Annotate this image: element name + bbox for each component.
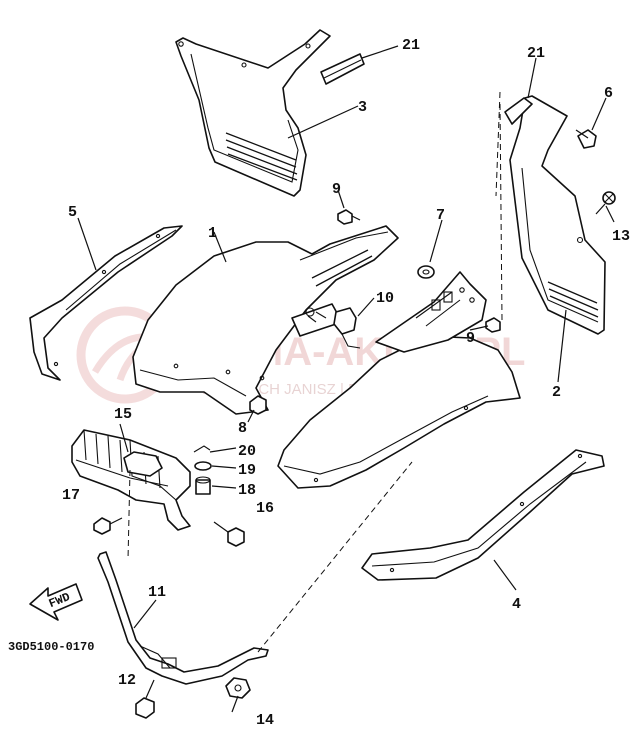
callout-7: 7 [436,207,445,224]
part-rear-fender [277,271,521,489]
callout-19: 19 [238,462,256,479]
part-17-bolt [93,517,123,535]
leader-lines [77,45,615,713]
part-20-pin [193,445,211,453]
part-15-front-rack [71,429,191,531]
part-21-pad-right [504,97,533,125]
part-19-washer [194,461,212,471]
callout-21-left: 21 [402,37,420,54]
part-4-flap-right [361,449,605,581]
part-9-bolt-right [485,317,501,333]
callout-3: 3 [358,99,367,116]
callout-10: 10 [376,290,394,307]
callout-14: 14 [256,712,274,729]
part-7-nut [417,265,435,279]
callout-17: 17 [62,487,80,504]
callout-20: 20 [238,443,256,460]
fwd-arrow-icon: FWD [29,583,83,621]
callout-16: 16 [256,500,274,517]
part-13-screw [595,191,616,215]
callout-11: 11 [148,584,166,601]
callout-8: 8 [238,420,247,437]
diagram-code: 3GD5100-0170 [8,640,94,654]
callout-18: 18 [238,482,256,499]
part-18-spacer [195,476,211,495]
part-9-bolt-upper [337,209,361,225]
part-12-bolt [135,679,155,719]
part-10-connector [307,307,361,349]
callout-6: 6 [604,85,613,102]
callout-13: 13 [612,228,630,245]
part-11-stay [97,551,269,685]
callout-1: 1 [208,225,217,242]
part-14-nut [225,677,251,699]
callouts: 21 3 5 1 9 7 10 21 6 13 2 9 8 20 19 18 1… [62,37,630,729]
callout-21-right: 21 [527,45,545,62]
callout-15: 15 [114,406,132,423]
part-6-bolt [575,129,597,149]
part-16-bolt [213,521,245,547]
part-3-side-cover [175,29,331,197]
part-2-side-cover-right [509,95,606,335]
part-5-flap-left [29,225,183,381]
callout-5: 5 [68,204,77,221]
callout-9-right: 9 [466,330,475,347]
callout-4: 4 [512,596,521,613]
callout-9-upper: 9 [332,181,341,198]
part-8-bolt [249,395,267,415]
part-21-pad-left [320,53,365,85]
callout-2: 2 [552,384,561,401]
part-1-front-fender [132,225,399,415]
assembly-lines [127,91,503,653]
callout-12: 12 [118,672,136,689]
